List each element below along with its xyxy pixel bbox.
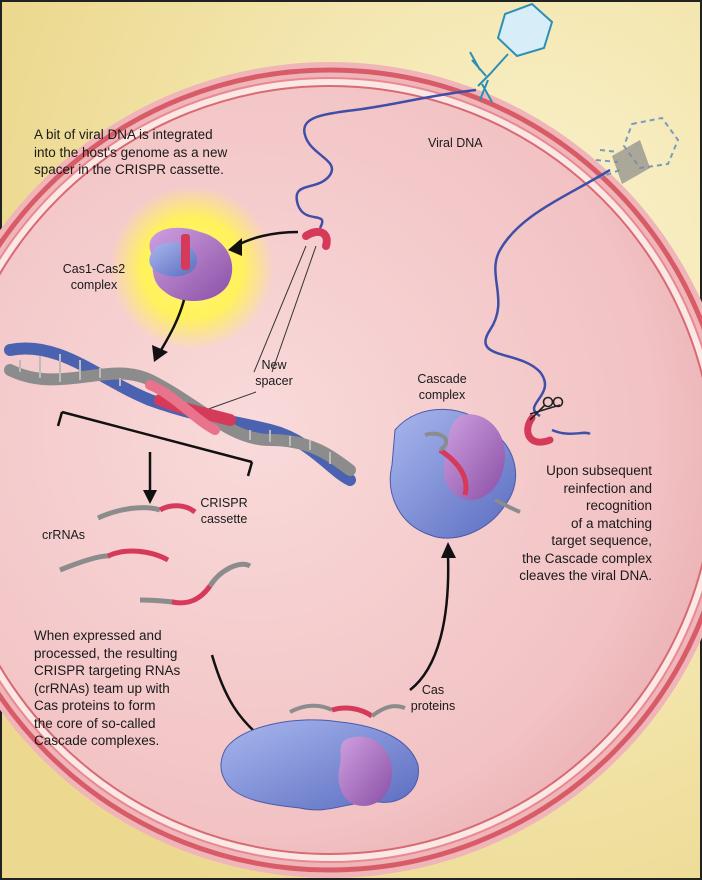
- expression-description: When expressed and processed, the result…: [34, 627, 234, 750]
- viral-dna-label: Viral DNA: [428, 136, 483, 152]
- cascade-complex-label: Cascade complex: [402, 372, 482, 403]
- integration-description: A bit of viral DNA is integrated into th…: [34, 126, 274, 179]
- crispr-cassette-label: CRISPR cassette: [184, 496, 264, 527]
- crrnas-label: crRNAs: [42, 528, 85, 544]
- reinfection-description: Upon subsequent reinfection and recognit…: [476, 462, 652, 585]
- cas1-cas2-label: Cas1-Cas2 complex: [44, 262, 144, 293]
- cas-proteins-label: Cas proteins: [398, 683, 468, 714]
- new-spacer-label: New spacer: [244, 358, 304, 389]
